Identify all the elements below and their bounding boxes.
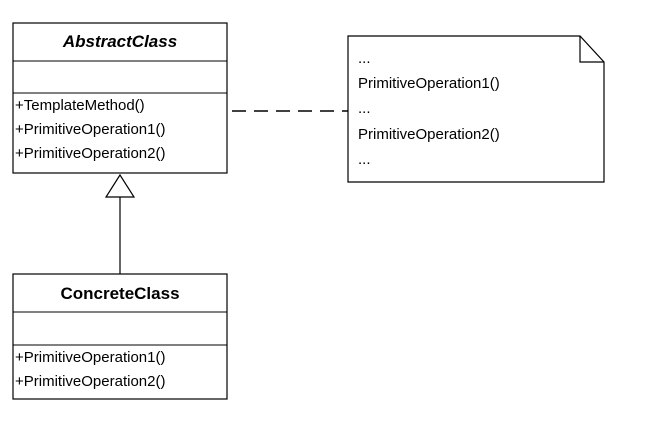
abstract-class-name: AbstractClass — [62, 32, 177, 51]
abstract-class-operation: +TemplateMethod() — [15, 97, 145, 114]
generalization-arrow — [104, 173, 136, 274]
note-line: PrimitiveOperation1() — [358, 75, 500, 92]
note[interactable]: ... PrimitiveOperation1() ... PrimitiveO… — [347, 35, 605, 183]
note-folded-corner — [579, 36, 604, 63]
concrete-class-name: ConcreteClass — [60, 284, 179, 303]
note-line: ... — [358, 100, 371, 117]
note-line: ... — [358, 151, 371, 168]
concrete-class-box — [12, 273, 228, 400]
concrete-class[interactable]: ConcreteClass +PrimitiveOperation1() +Pr… — [12, 273, 228, 400]
generalization-arrowhead — [104, 173, 136, 198]
abstract-class-operation: +PrimitiveOperation1() — [15, 121, 165, 138]
concrete-class-operation: +PrimitiveOperation2() — [15, 373, 165, 390]
note-line: ... — [358, 50, 371, 67]
abstract-class[interactable]: AbstractClass +TemplateMethod() +Primiti… — [12, 22, 228, 174]
abstract-class-box — [12, 22, 228, 174]
note-line: PrimitiveOperation2() — [358, 126, 500, 143]
note-shape — [347, 35, 605, 183]
concrete-class-operation: +PrimitiveOperation1() — [15, 349, 165, 366]
abstract-class-operation: +PrimitiveOperation2() — [15, 145, 165, 162]
